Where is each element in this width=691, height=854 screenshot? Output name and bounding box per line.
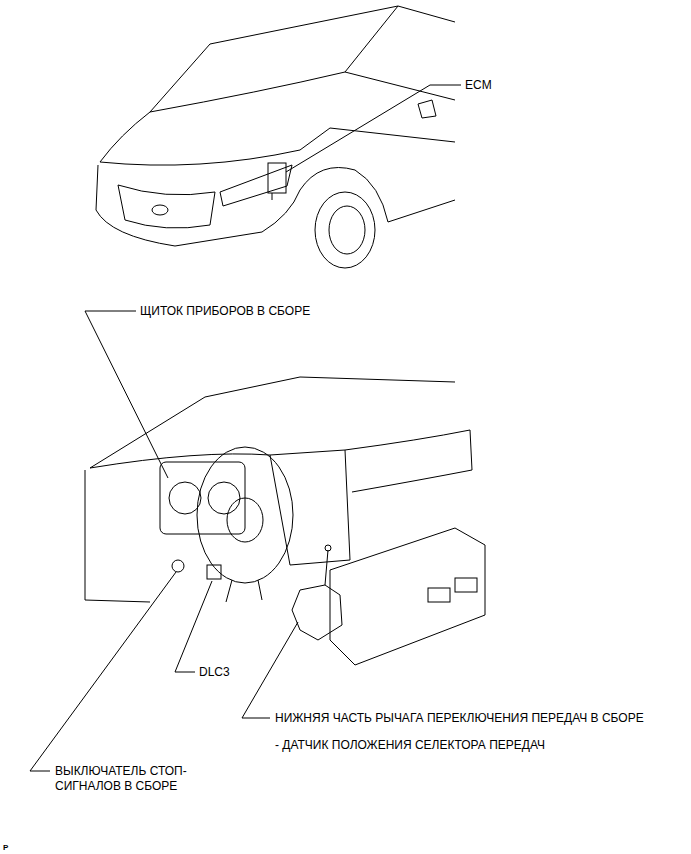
part-label: ECM [465,78,492,93]
part-label: НИЖНЯЯ ЧАСТЬ РЫЧАГА ПЕРЕКЛЮЧЕНИЯ ПЕРЕДАЧ… [275,711,644,726]
cabin-drawing [85,377,485,665]
part-label: ЩИТОК ПРИБОРОВ В СБОРЕ [140,304,310,319]
part-label: ВЫКЛЮЧАТЕЛЬ СТОП-СИГНАЛОВ В СБОРЕ [55,764,240,794]
leader-lines [30,85,461,771]
page-mark: P [3,843,8,853]
vehicle-drawing [96,6,455,268]
connector-label: DLC3 [199,665,230,680]
sensor-label: - ДАТЧИК ПОЛОЖЕНИЯ СЕЛЕКТОРА ПЕРЕДАЧ [275,738,545,753]
